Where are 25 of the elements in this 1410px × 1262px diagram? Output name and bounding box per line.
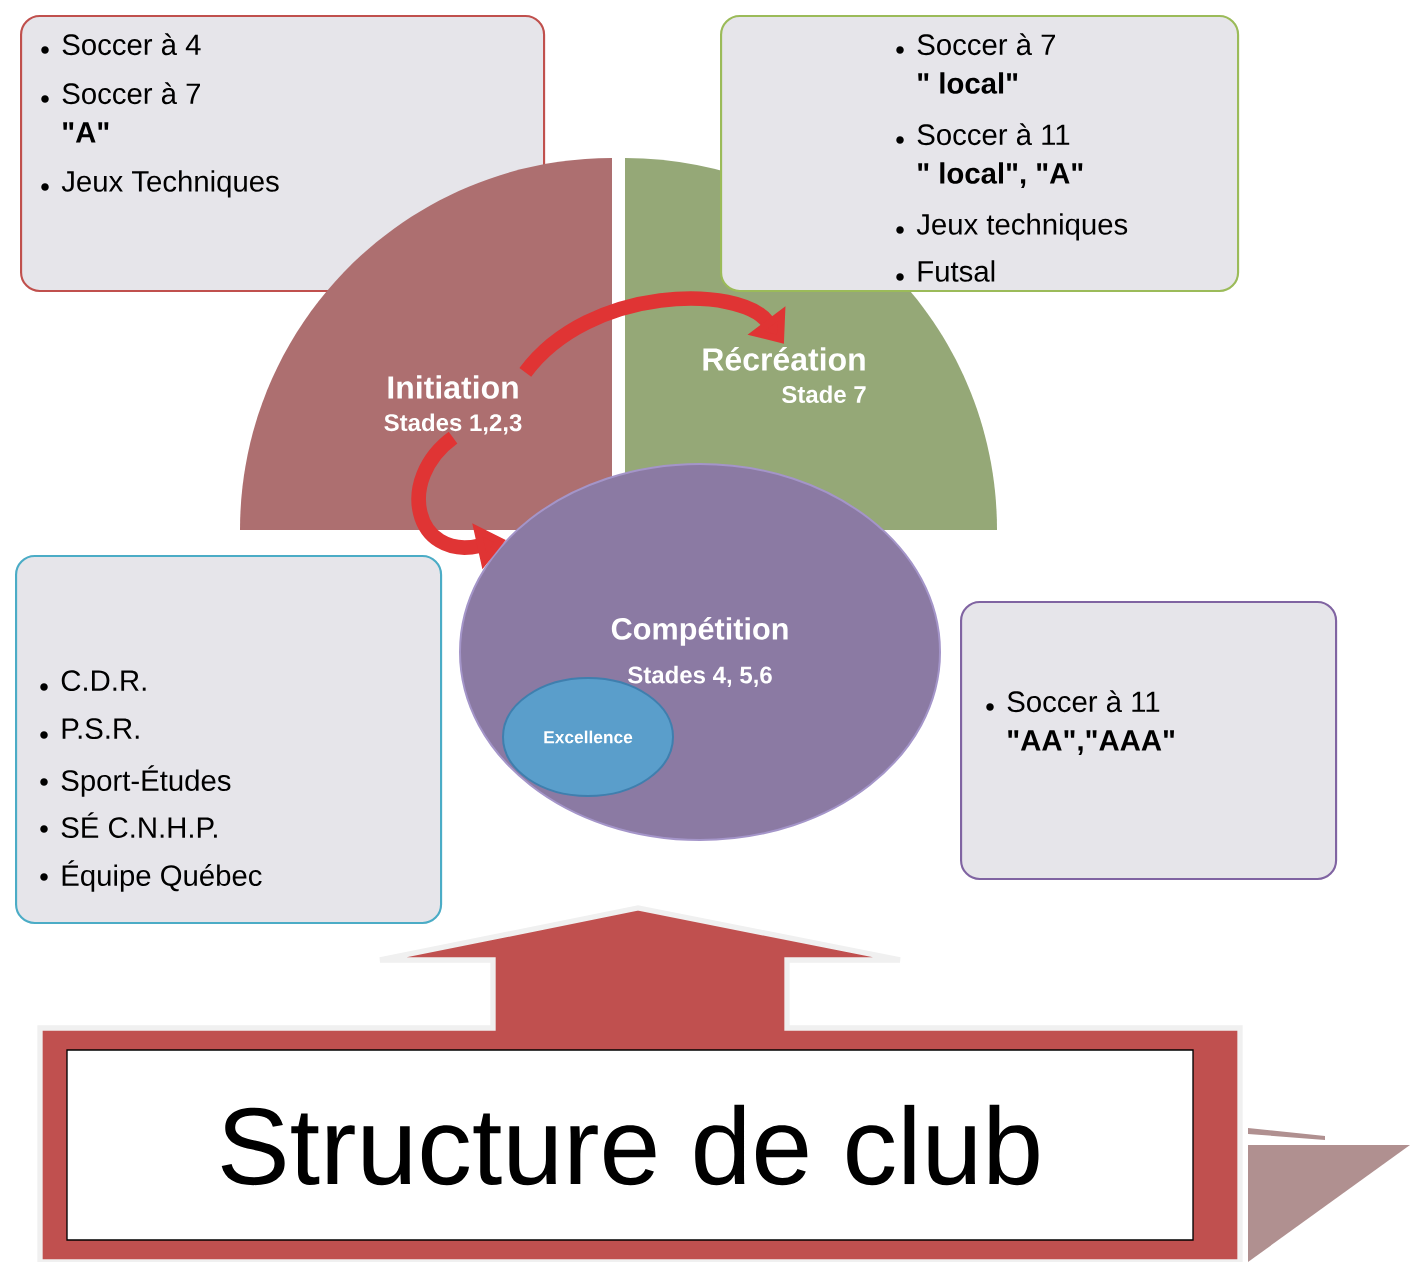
- stage-title: Récréation: [703, 346, 865, 371]
- list-item: Soccer à 7 " local": [896, 33, 1055, 94]
- info-box: [720, 14, 1240, 293]
- list-item: P.S.R.: [40, 718, 139, 739]
- list-item: SÉ C.N.H.P.: [40, 812, 217, 838]
- list-item: Futsal: [896, 260, 995, 282]
- stage-subtitle: Stades 4, 5,6: [628, 665, 772, 687]
- info-box: [15, 555, 443, 925]
- list-item: Jeux Techniques: [41, 170, 279, 198]
- list-item: C.D.R.: [40, 670, 146, 691]
- stage-title: Compétition: [611, 617, 788, 646]
- stage-title: Excellence: [544, 730, 633, 744]
- curved-arrow: [519, 291, 786, 378]
- list-item: Soccer à 4: [41, 33, 201, 56]
- list-item: Soccer à 7 "A": [41, 82, 200, 143]
- list-item: Jeux techniques: [896, 213, 1128, 241]
- list-item: Sport-Études: [40, 765, 231, 797]
- title-box: Structure de club: [66, 1049, 1194, 1241]
- list-item: Équipe Québec: [40, 860, 262, 892]
- stage-subtitle: Stade 7: [782, 385, 866, 403]
- list-item: Soccer à 11 "AA","AAA": [986, 690, 1174, 756]
- stage-subtitle: Stades 1,2,3: [384, 413, 522, 435]
- info-box: [960, 601, 1338, 881]
- list-item: Soccer à 11 " local", "A": [896, 123, 1083, 189]
- stage-title: Initiation: [388, 375, 518, 399]
